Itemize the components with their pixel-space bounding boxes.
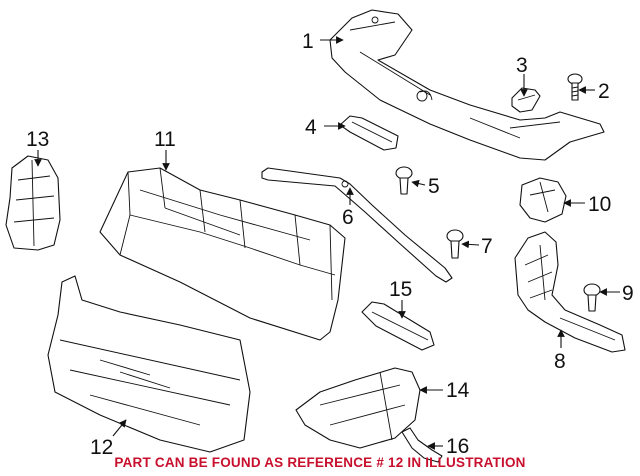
callout-6: 6 bbox=[342, 206, 354, 229]
part-12-lower-guide bbox=[47, 275, 251, 453]
callout-8: 8 bbox=[554, 350, 566, 373]
callout-7: 7 bbox=[481, 235, 493, 258]
callout-13: 13 bbox=[26, 128, 49, 151]
callout-1: 1 bbox=[302, 30, 314, 53]
part-16-clip bbox=[401, 427, 443, 463]
reference-note: PART CAN BE FOUND AS REFERENCE # 12 IN I… bbox=[114, 455, 526, 470]
part-10-block bbox=[519, 177, 567, 223]
part-11-grille-frame bbox=[99, 167, 346, 341]
part-2-bolt bbox=[567, 73, 583, 101]
callout-5: 5 bbox=[428, 175, 440, 198]
part-6-brace bbox=[261, 167, 453, 283]
part-13-left-duct bbox=[5, 155, 61, 251]
callout-numbers: 1 2 3 4 5 6 7 8 9 10 11 12 13 14 15 16 bbox=[26, 30, 634, 459]
leader-lines bbox=[34, 36, 620, 450]
callout-3: 3 bbox=[516, 54, 528, 77]
part-3-bracket bbox=[511, 87, 541, 113]
part-5-screw bbox=[395, 166, 413, 195]
part-8-side-bracket bbox=[514, 231, 626, 353]
callout-9: 9 bbox=[622, 282, 634, 305]
part-9-bolt bbox=[583, 283, 601, 312]
part-4-strip bbox=[339, 115, 399, 151]
callout-10: 10 bbox=[588, 193, 611, 216]
callout-14: 14 bbox=[446, 379, 470, 402]
callout-4: 4 bbox=[305, 116, 317, 139]
callout-12: 12 bbox=[90, 436, 113, 459]
part-14-lower-duct bbox=[295, 367, 421, 449]
part-1-upper-support bbox=[329, 9, 605, 161]
callout-2: 2 bbox=[598, 80, 610, 103]
part-7-screw bbox=[446, 229, 464, 259]
callout-11: 11 bbox=[154, 128, 176, 151]
callout-15: 15 bbox=[389, 278, 412, 301]
part-15-deflector bbox=[361, 301, 435, 351]
callout-16: 16 bbox=[446, 435, 469, 458]
